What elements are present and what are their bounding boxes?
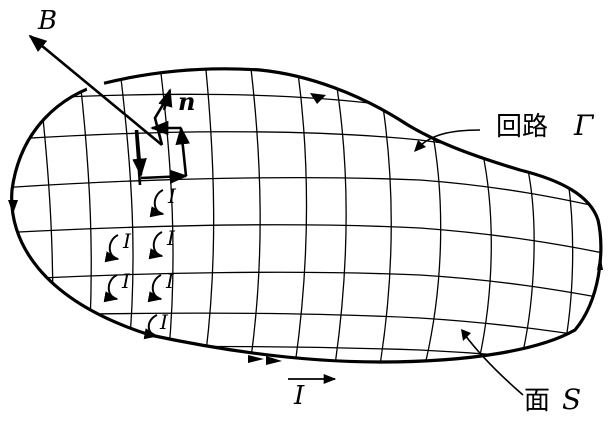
surface-pointer xyxy=(464,334,524,396)
cell-current-label: I xyxy=(122,269,130,293)
current-element xyxy=(132,120,190,186)
label-surface-symbol: S xyxy=(562,383,582,416)
cell-current-label: I xyxy=(160,310,168,334)
label-b: B xyxy=(38,6,58,36)
label-loop-name: 回路 xyxy=(496,112,549,142)
vector-b-arrow xyxy=(28,34,163,147)
label-loop-symbol: Γ xyxy=(574,109,594,142)
label-n: n xyxy=(178,87,196,116)
circulation-cells xyxy=(103,189,165,340)
cell-current-label: I xyxy=(166,269,174,293)
label-current: I xyxy=(294,381,305,411)
loop-direction-arrows xyxy=(8,93,603,365)
cell-current-label: I xyxy=(123,229,131,253)
surface-grid xyxy=(11,68,601,363)
cell-current-label: I xyxy=(168,184,176,208)
boundary-loop xyxy=(10,67,603,364)
cell-current-label: I xyxy=(167,226,175,250)
label-surface-name: 面 xyxy=(524,386,551,416)
